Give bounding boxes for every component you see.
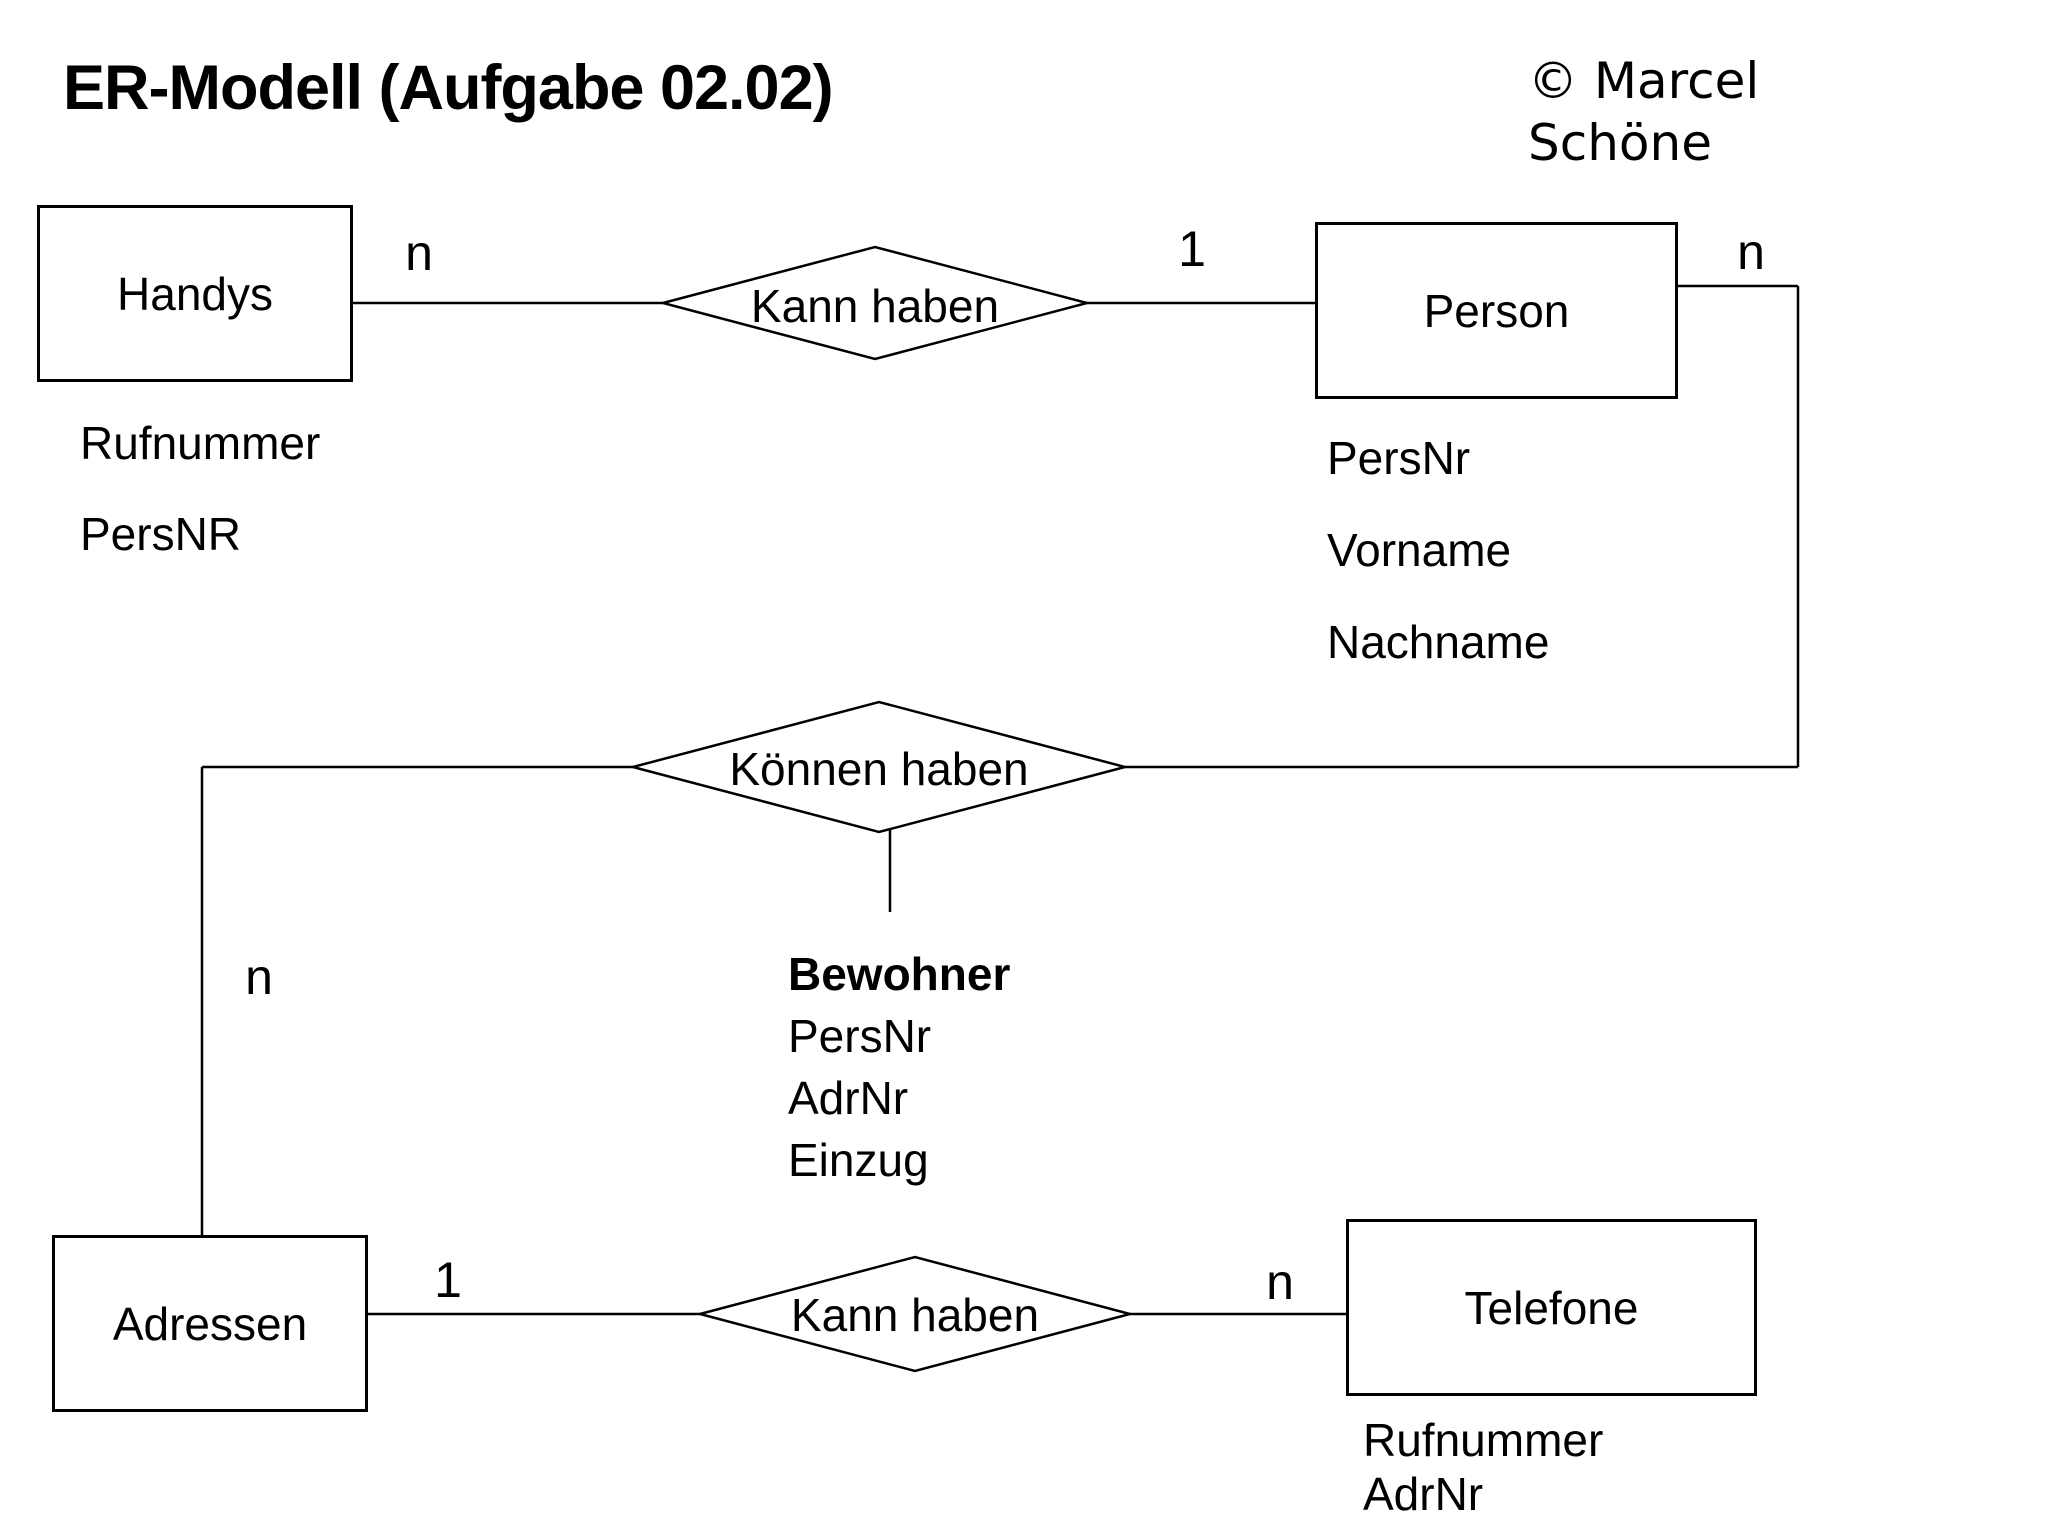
relationship-entity-name: Bewohner <box>788 948 1011 1000</box>
attribute-item: AdrNr <box>788 1072 909 1124</box>
entity-telefone: Telefone <box>1346 1219 1757 1396</box>
entity-handys-label: Handys <box>117 267 273 320</box>
attribute-item: Nachname <box>1327 616 1550 668</box>
cardinality-handys-n: n <box>405 225 433 281</box>
telefone-attribute-list: Rufnummer AdrNr <box>1363 1413 1603 1521</box>
attribute-item: PersNR <box>80 508 242 560</box>
entity-telefone-label: Telefone <box>1464 1281 1639 1334</box>
attribute-item: Rufnummer <box>80 417 321 469</box>
handys-attribute-list: Rufnummer PersNR <box>80 398 320 580</box>
person-attribute-list: PersNr Vorname Nachname <box>1327 412 1549 688</box>
entity-person: Person <box>1315 222 1678 399</box>
attribute-item: AdrNr <box>1363 1468 1484 1520</box>
attribute-item: PersNr <box>1327 432 1471 484</box>
relationship-koennen-haben-label: Können haben <box>729 743 1029 795</box>
cardinality-adressen-top-n: n <box>245 949 273 1005</box>
cardinality-adressen-1: 1 <box>434 1252 462 1308</box>
attribute-item: Vorname <box>1327 524 1512 576</box>
author-credit-line1: © Marcel <box>1528 52 1760 110</box>
entity-adressen: Adressen <box>52 1235 368 1412</box>
attribute-item: PersNr <box>788 1010 932 1062</box>
cardinality-telefone-n: n <box>1266 1254 1294 1310</box>
relationship-kann-haben-bottom-label: Kann haben <box>790 1289 1040 1341</box>
diamond-koennen-haben <box>628 700 1130 834</box>
page-title: ER-Modell (Aufgabe 02.02) <box>63 53 834 123</box>
entity-person-label: Person <box>1423 284 1570 337</box>
entity-adressen-label: Adressen <box>112 1297 308 1350</box>
diamond-kann-haben-bottom <box>695 1255 1135 1373</box>
cardinality-person-right-n: n <box>1737 224 1765 280</box>
cardinality-person-1: 1 <box>1178 221 1206 277</box>
bewohner-attribute-list: Bewohner PersNr AdrNr Einzug <box>788 943 1010 1191</box>
author-credit: © Marcel Schöne <box>1528 50 1759 174</box>
attribute-item: Einzug <box>788 1134 929 1186</box>
relationship-kann-haben-top-label: Kann haben <box>750 280 1000 332</box>
attribute-item: Rufnummer <box>1363 1414 1604 1466</box>
author-credit-line2: Schöne <box>1528 114 1712 172</box>
entity-handys: Handys <box>37 205 353 382</box>
diamond-kann-haben-top <box>658 245 1092 361</box>
